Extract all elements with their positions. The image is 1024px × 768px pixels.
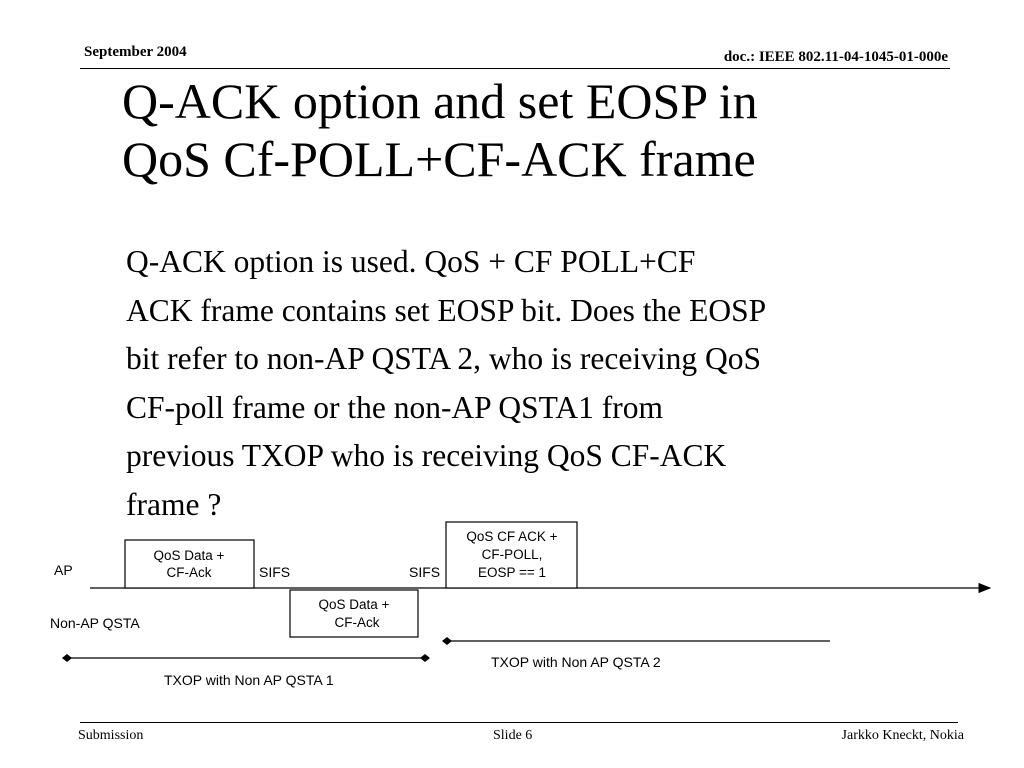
footer-author: Jarkko Kneckt, Nokia — [841, 728, 964, 743]
body-line-6: frame ? — [126, 486, 222, 522]
ap-label: AP — [54, 562, 73, 578]
header-doc-id: doc.: IEEE 802.11-04-1045-01-000e — [723, 49, 948, 65]
txop1-end-marker — [420, 654, 430, 662]
footer-divider — [80, 722, 958, 723]
non-ap-qsta-label: Non-AP QSTA — [50, 615, 140, 631]
body-line-5: previous TXOP who is receiving QoS CF-AC… — [126, 438, 727, 473]
box1-line-1: QoS Data + — [154, 548, 225, 563]
slide-body: Q-ACK option is used. QoS + CF POLL+CF A… — [126, 238, 956, 529]
box3-line-3: EOSP == 1 — [478, 565, 546, 580]
footer-slide-number: Slide 6 — [493, 728, 533, 743]
body-line-3: bit refer to non-AP QSTA 2, who is recei… — [126, 341, 761, 376]
qos-data-cf-ack-frame-sta — [289, 589, 419, 638]
header-date: September 2004 — [84, 44, 187, 60]
slide-title-line-2: QoS Cf-POLL+CF-ACK frame — [122, 131, 756, 187]
footer-submission: Submission — [78, 728, 144, 743]
box2-line-1: QoS Data + — [319, 597, 390, 612]
box2-line-2: CF-Ack — [335, 615, 380, 630]
slide-title: Q-ACK option and set EOSP in QoS Cf-POLL… — [122, 72, 1002, 188]
box3-line-2: CF-POLL, — [482, 547, 543, 562]
qos-cf-ack-cf-poll-frame — [445, 521, 578, 589]
sifs-label-2: SIFS — [409, 564, 440, 580]
txop2-label: TXOP with Non AP QSTA 2 — [491, 654, 661, 670]
box1-line-2: CF-Ack — [167, 565, 212, 580]
txop1-label: TXOP with Non AP QSTA 1 — [164, 672, 334, 688]
sifs-label-1: SIFS — [259, 564, 290, 580]
qos-data-cf-ack-frame-ap — [124, 539, 255, 589]
body-line-1: Q-ACK option is used. QoS + CF POLL+CF — [126, 244, 696, 279]
txop2-start-marker — [442, 637, 452, 645]
body-line-4: CF-poll frame or the non-AP QSTA1 from — [126, 389, 663, 425]
slide-title-line-1: Q-ACK option and set EOSP in — [122, 73, 758, 129]
box3-line-1: QoS CF ACK + — [466, 529, 557, 544]
header-divider — [80, 68, 950, 69]
txop1-start-marker — [62, 654, 72, 662]
body-line-2: ACK frame contains set EOSP bit. Does th… — [126, 292, 767, 328]
